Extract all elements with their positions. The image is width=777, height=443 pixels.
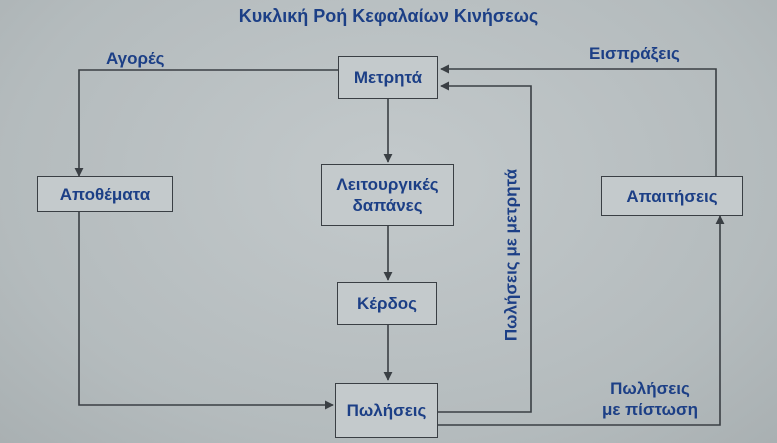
- arrow-cash-to-inventory: [74, 69, 338, 177]
- flow-label-cash-sales-text: Πωλήσεις με μετρητά: [501, 168, 521, 342]
- node-cash-label: Μετρητά: [353, 68, 423, 87]
- flow-label-credit-sales: Πωλήσεις με πίστωση: [575, 378, 725, 420]
- arrow-receivables-to-cash: [440, 64, 717, 176]
- node-receivables: Απαιτήσεις: [601, 176, 743, 216]
- node-receivables-label: Απαιτήσεις: [626, 186, 718, 206]
- arrow-sales-to-cash: [438, 81, 532, 413]
- node-cash: Μετρητά: [338, 56, 438, 99]
- node-profit: Κέρδος: [337, 282, 437, 325]
- flow-label-purchases: Αγορές: [106, 49, 165, 68]
- flow-label-credit-sales-line1: Πωλήσεις: [610, 379, 690, 398]
- flow-label-collections: Εισπράξεις: [589, 44, 680, 63]
- node-opex-label-line2: δαπάνες: [352, 196, 423, 215]
- arrow-sales-to-receivables: [438, 215, 725, 426]
- flow-label-credit-sales-line2: με πίστωση: [601, 400, 699, 419]
- node-opex-label-line1: Λειτουργικές: [336, 175, 439, 194]
- node-operating-expenses: Λειτουργικές δαπάνες: [321, 164, 454, 226]
- node-sales: Πωλήσεις: [335, 383, 438, 438]
- diagram-title: Κυκλική Ροή Κεφαλαίων Κινήσεως: [238, 6, 539, 26]
- node-inventory-label: Αποθέματα: [59, 184, 151, 204]
- node-inventory: Αποθέματα: [37, 176, 173, 212]
- arrow-inventory-to-sales: [78, 212, 334, 410]
- node-sales-label: Πωλήσεις: [346, 401, 427, 420]
- node-profit-label: Κέρδος: [357, 294, 417, 313]
